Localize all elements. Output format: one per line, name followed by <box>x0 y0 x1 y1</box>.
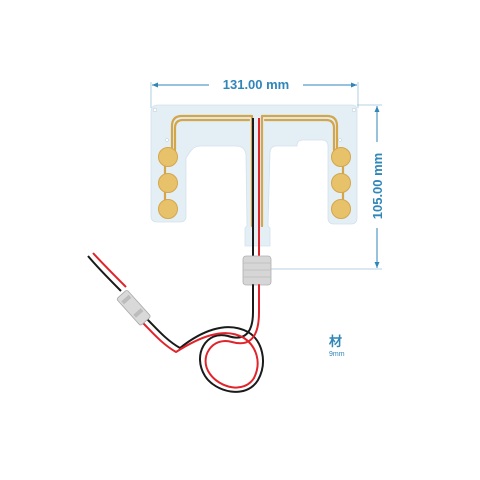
mounting-hole-top-right <box>351 107 357 113</box>
mounting-hole-top-left <box>152 107 158 113</box>
trace-left-inner <box>173 118 251 152</box>
sensor-pad-icon <box>158 199 178 219</box>
lead-wire-black <box>87 255 122 292</box>
height-label-bg <box>370 142 385 228</box>
lead-wire-red <box>92 252 127 288</box>
height-dimension: 105.00 mm <box>270 104 385 270</box>
material-note-title: 材 <box>329 335 343 350</box>
material-note-subtitle: 9mm <box>329 351 345 358</box>
wire-red-loop <box>141 284 260 389</box>
connector-body <box>116 290 151 326</box>
trace-right-inner <box>263 118 336 152</box>
wire-black-loop <box>145 284 264 393</box>
left-pad-column <box>158 147 178 219</box>
height-arrow-bottom <box>374 262 380 268</box>
trace-right-outer <box>260 114 339 228</box>
width-arrow-right <box>351 82 357 88</box>
crimp-sleeve-body <box>242 255 272 286</box>
height-arrow-top <box>374 106 380 112</box>
connector-icon <box>116 290 151 326</box>
connector-latch <box>133 308 144 318</box>
height-label: 105.00 mm <box>370 153 385 220</box>
width-arrow-left <box>152 82 158 88</box>
right-pad-column <box>331 147 351 219</box>
sensor-pad-icon <box>331 173 351 193</box>
sensor-pad-icon <box>331 147 351 167</box>
width-label: 131.00 mm <box>223 77 290 92</box>
width-label-bg <box>209 77 303 92</box>
sensor-pad-icon <box>331 199 351 219</box>
sensor-pad-icon <box>158 147 178 167</box>
crimp-sleeve <box>242 255 272 286</box>
connector-latch <box>121 294 132 305</box>
trace-left-outer <box>170 114 254 228</box>
wire-loop <box>141 284 264 393</box>
width-dimension: 131.00 mm <box>150 77 359 108</box>
sensor-pad-icon <box>158 173 178 193</box>
mounting-hole-left <box>165 138 169 142</box>
mounting-hole-right <box>338 138 342 142</box>
